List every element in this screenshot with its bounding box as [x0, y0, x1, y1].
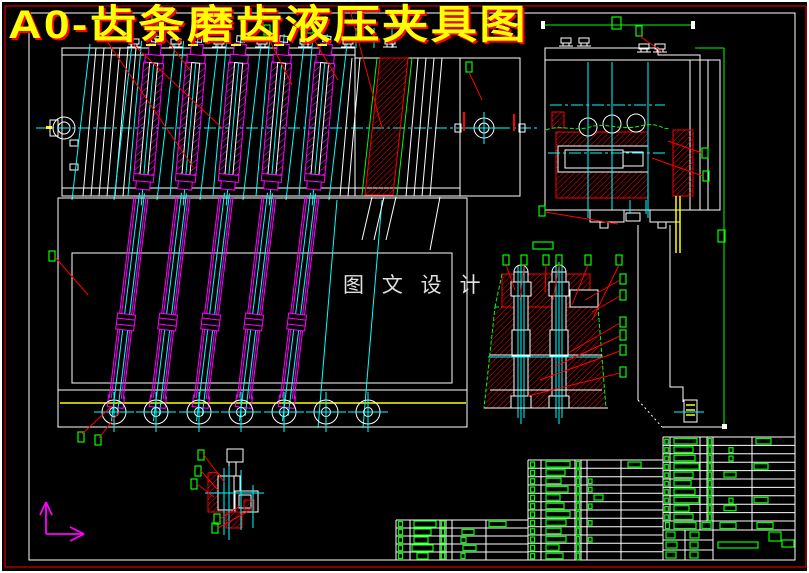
title-text-outline: A0-齿条磨齿液压夹具图: [10, 5, 530, 49]
clamp-detail-section-view: [483, 241, 627, 425]
ucs-axis-icon: [39, 501, 85, 542]
parts-list-table: [395, 436, 795, 561]
main-assembly-plan-view: [57, 191, 468, 433]
bushing-detail-view: [190, 448, 264, 540]
main-assembly-top-view: [36, 28, 538, 207]
side-section-view: [544, 37, 721, 253]
title-block-table: [663, 521, 795, 560]
parts-list-middle-grid: [527, 459, 663, 561]
drawing-title: A0-齿条磨齿液压夹具图 A0-齿条磨齿液压夹具图: [8, 3, 530, 49]
title-text: A0-齿条磨齿液压夹具图: [8, 3, 528, 47]
part-balloon-labels: [48, 9, 710, 446]
stand-profile-view: [625, 200, 726, 428]
parts-list-left-grid: [395, 519, 528, 560]
watermark-text: 图 文 设 计: [343, 274, 487, 297]
